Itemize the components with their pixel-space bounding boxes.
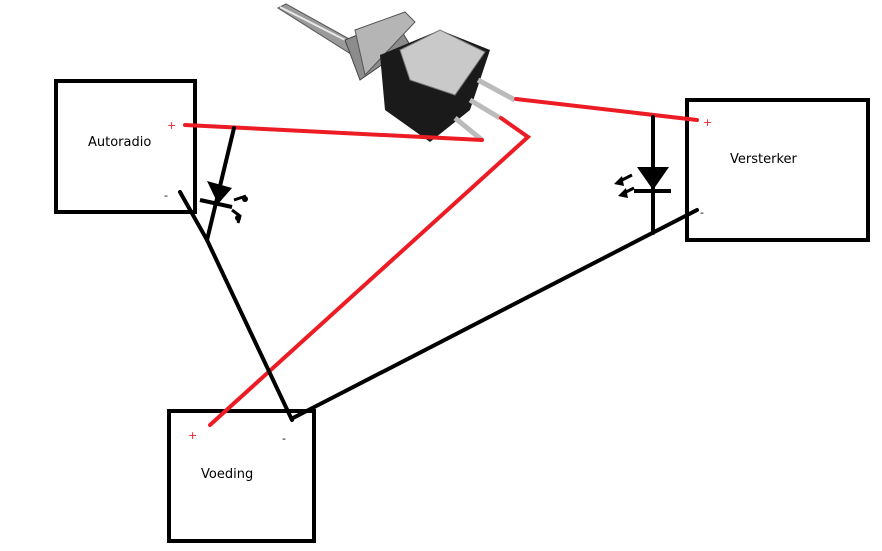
- led-left-wire: [205, 126, 236, 242]
- wire-voeding-minus-to-versterker-minus: [291, 208, 699, 420]
- voeding-plus: +: [188, 429, 197, 442]
- wire-switch-to-versterker-plus: [514, 97, 699, 122]
- toggle-switch: [276, 3, 517, 142]
- led-icon: [614, 167, 671, 198]
- wire-autoradio-minus-to-voeding-minus: [178, 190, 294, 422]
- voeding-box: Voeding + -: [167, 409, 316, 543]
- voeding-label: Voeding: [201, 467, 253, 482]
- versterker-box: Versterker + -: [685, 98, 870, 242]
- autoradio-box: Autoradio + -: [54, 79, 197, 214]
- versterker-plus: +: [703, 116, 712, 129]
- autoradio-plus: +: [167, 119, 176, 132]
- versterker-minus: -: [700, 206, 704, 219]
- autoradio-minus: -: [164, 189, 168, 202]
- autoradio-label: Autoradio: [88, 135, 151, 150]
- versterker-label: Versterker: [730, 152, 798, 167]
- wire-switch-to-voeding-plus: [208, 116, 532, 427]
- led-icon: [199, 181, 248, 224]
- voeding-minus: -: [282, 432, 286, 445]
